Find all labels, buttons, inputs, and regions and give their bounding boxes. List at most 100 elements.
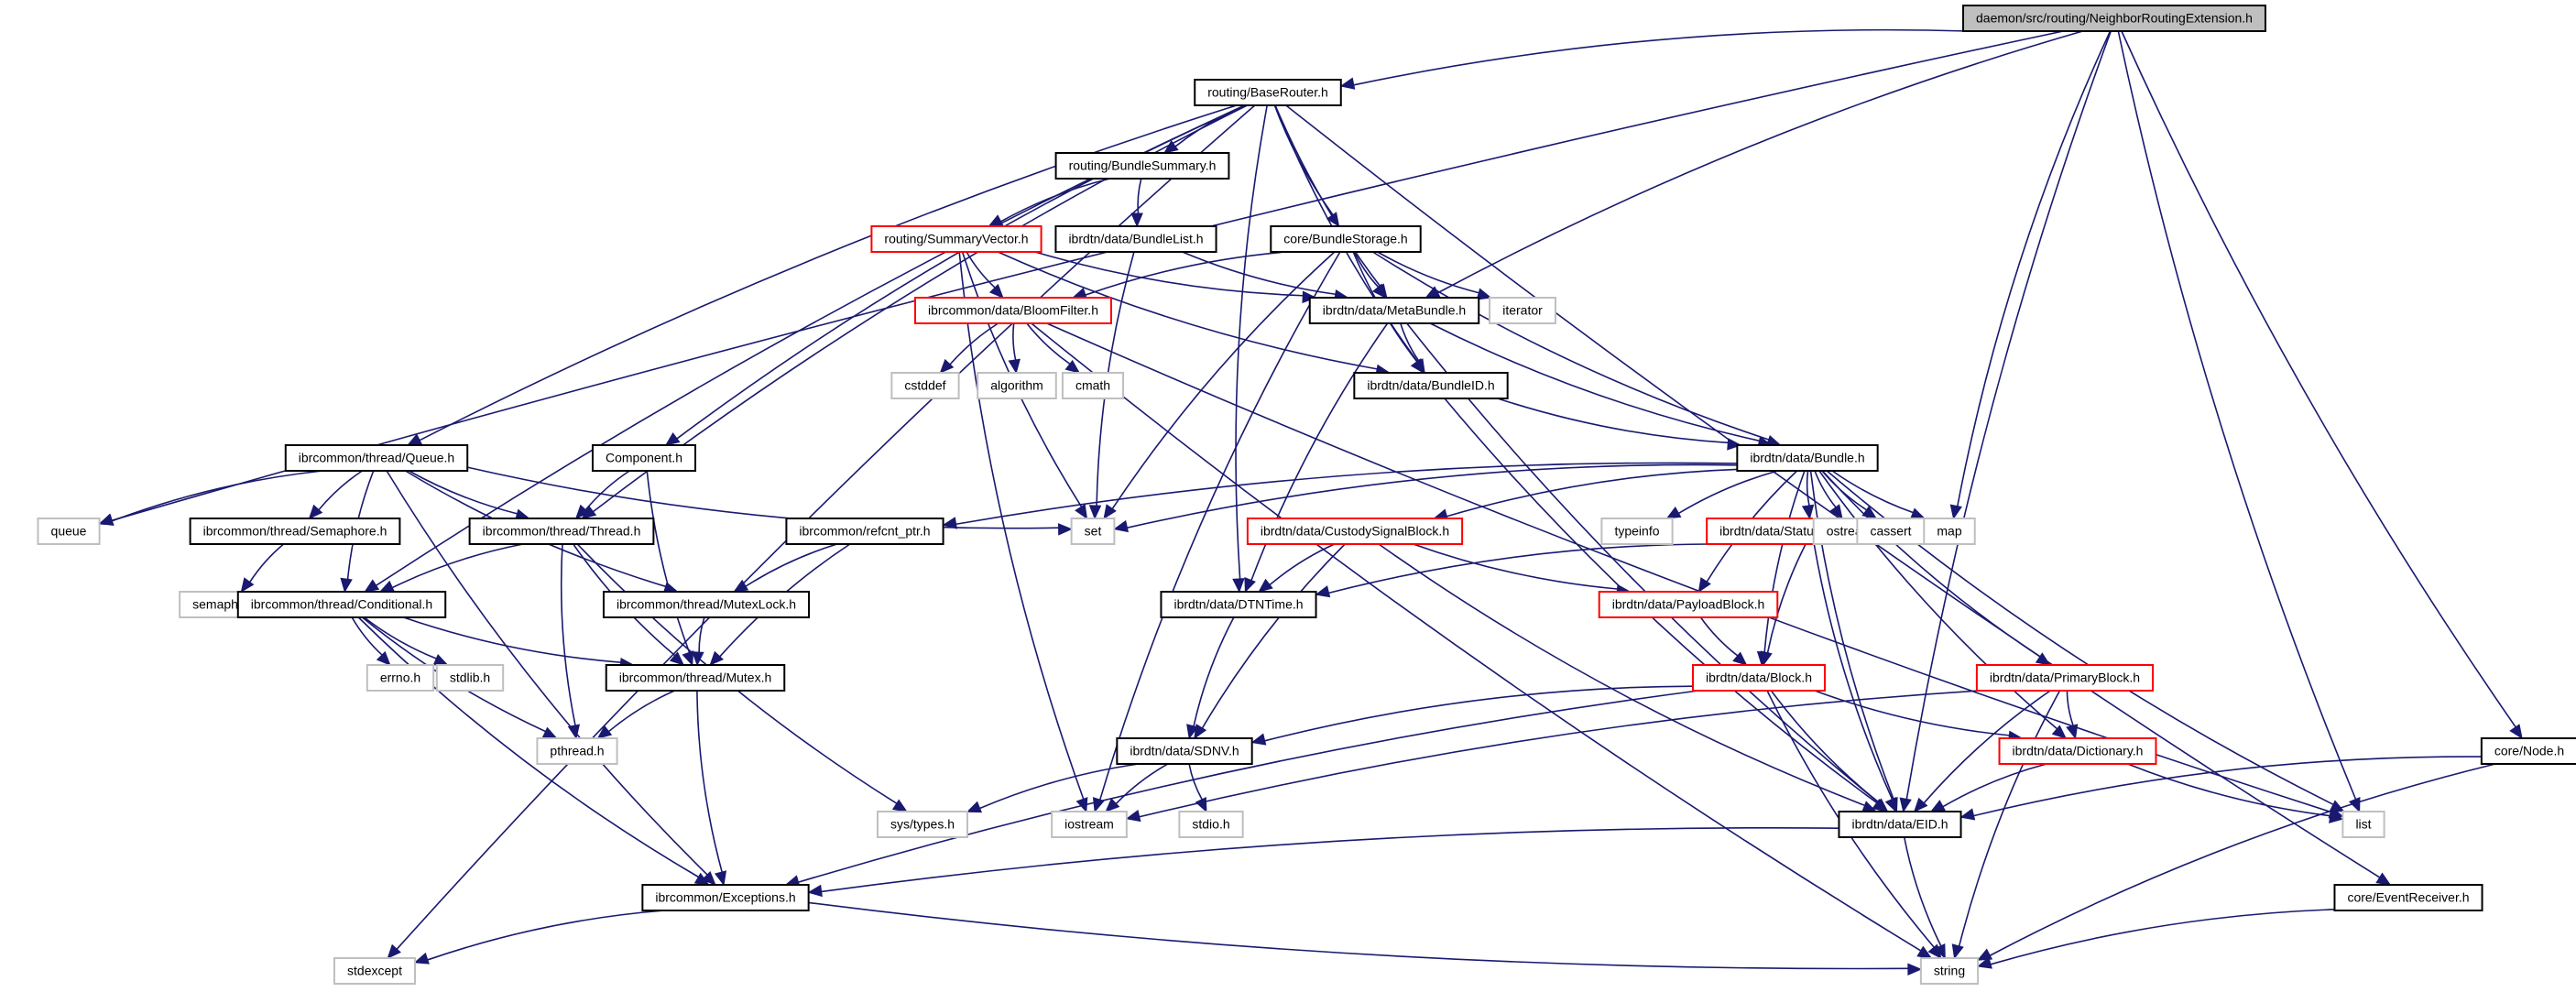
node-box — [1919, 957, 1980, 985]
arrowhead-icon — [1697, 577, 1711, 594]
edge-bundle-to-typeinfo — [1677, 470, 1778, 515]
edge-custody-to-dtntime — [1269, 543, 1336, 586]
arrowhead-icon — [1186, 724, 1199, 740]
arrowhead-icon — [1130, 213, 1143, 228]
node-node[interactable]: core/Node.h — [2480, 737, 2576, 765]
edge-sdnv-to-iostream — [1115, 763, 1169, 805]
node-box — [1736, 444, 1879, 472]
node-label: sys/types.h — [890, 817, 955, 832]
node-bundlestorage[interactable]: core/BundleStorage.h — [1270, 225, 1422, 253]
node-custody[interactable]: ibrdtn/data/CustodySignalBlock.h — [1246, 518, 1464, 545]
node-metabundle[interactable]: ibrdtn/data/MetaBundle.h — [1308, 297, 1480, 324]
arrowhead-icon — [988, 283, 1004, 299]
node-eid[interactable]: ibrdtn/data/EID.h — [1838, 811, 1962, 838]
edge-node-to-string — [1989, 763, 2496, 956]
arrowhead-icon — [364, 579, 380, 593]
node-box — [1975, 664, 2155, 692]
node-label: daemon/src/routing/NeighborRoutingExtens… — [1976, 11, 2253, 26]
node-label: algorithm — [990, 378, 1043, 393]
node-systypes: sys/types.h — [876, 811, 969, 838]
arrowhead-icon — [1727, 438, 1742, 451]
edge-bundlestorage-to-metabundle — [1353, 251, 1380, 288]
arrowhead-icon — [966, 801, 982, 813]
node-exceptions[interactable]: ibrcommon/Exceptions.h — [641, 884, 810, 911]
edge-baserouter-to-queue_h — [419, 104, 1238, 441]
node-label: list — [2355, 817, 2371, 832]
node-label: cstddef — [904, 378, 945, 393]
node-dictionary[interactable]: ibrdtn/data/Dictionary.h — [1998, 737, 2157, 765]
node-sdnv[interactable]: ibrdtn/data/SDNV.h — [1116, 737, 1253, 765]
edge-eid-to-string — [1903, 836, 1942, 947]
node-bundle[interactable]: ibrdtn/data/Bundle.h — [1736, 444, 1879, 472]
node-label: iostream — [1064, 817, 1114, 832]
arrowhead-icon — [387, 943, 401, 959]
node-box — [2333, 884, 2483, 911]
edge-thread-to-pthread — [560, 543, 576, 726]
node-baserouter[interactable]: routing/BaseRouter.h — [1194, 79, 1342, 106]
node-bloomfilter[interactable]: ibrcommon/data/BloomFilter.h — [914, 297, 1112, 324]
node-box — [1856, 518, 1926, 545]
arrowhead-icon — [988, 214, 1004, 227]
edge-conditional-to-errno — [351, 616, 383, 656]
node-label: ibrdtn/data/MetaBundle.h — [1323, 303, 1466, 318]
node-thread[interactable]: ibrcommon/thread/Thread.h — [468, 518, 655, 545]
arrowhead-icon — [1907, 963, 1923, 976]
node-algorithm: algorithm — [977, 372, 1057, 399]
node-label: cassert — [1870, 524, 1911, 539]
node-box — [1070, 518, 1116, 545]
arrowhead-icon — [709, 650, 724, 666]
edge-payload-to-block — [1699, 616, 1739, 657]
edge-baserouter-to-stdexcept — [396, 104, 1256, 950]
node-box — [333, 957, 417, 985]
node-dtntime[interactable]: ibrdtn/data/DTNTime.h — [1160, 591, 1317, 618]
arrowhead-icon — [1909, 507, 1927, 520]
arrowhead-icon — [1949, 504, 1962, 520]
node-box — [914, 297, 1112, 324]
node-root[interactable]: daemon/src/routing/NeighborRoutingExtens… — [1962, 5, 2266, 32]
node-box — [1308, 297, 1480, 324]
arrowhead-icon — [1250, 733, 1267, 746]
node-component[interactable]: Component.h — [591, 444, 697, 472]
node-bundleid[interactable]: ibrdtn/data/BundleID.h — [1353, 372, 1509, 399]
node-mutex[interactable]: ibrcommon/thread/Mutex.h — [605, 664, 786, 692]
edge-primary-to-iostream — [1139, 690, 1980, 818]
edge-eventreceiver-to-string — [1990, 909, 2335, 965]
edge-sdnv-to-stdio — [1188, 763, 1203, 801]
node-box — [605, 664, 786, 692]
node-payload[interactable]: ibrdtn/data/PayloadBlock.h — [1598, 591, 1779, 618]
node-box — [1051, 811, 1128, 838]
arrowhead-icon — [2035, 652, 2051, 666]
edge-bloomfilter-to-algorithm — [1012, 322, 1017, 361]
node-typeinfo: typeinfo — [1600, 518, 1674, 545]
node-bundlelist[interactable]: ibrdtn/data/BundleList.h — [1054, 225, 1217, 253]
arrowhead-icon — [376, 650, 391, 666]
node-block[interactable]: ibrdtn/data/Block.h — [1692, 664, 1826, 692]
node-bundlesummary[interactable]: routing/BundleSummary.h — [1054, 152, 1230, 180]
arrowhead-icon — [1195, 797, 1207, 813]
node-semaphore[interactable]: ibrcommon/thread/Semaphore.h — [189, 518, 401, 545]
edge-metabundle-to-dtntime — [1250, 322, 1389, 581]
node-label: map — [1937, 524, 1961, 539]
edge-block-to-eid — [1770, 690, 1880, 803]
node-conditional[interactable]: ibrcommon/thread/Conditional.h — [236, 591, 447, 618]
arrowhead-icon — [1162, 139, 1179, 154]
node-eventreceiver[interactable]: core/EventReceiver.h — [2333, 884, 2483, 911]
node-box — [1600, 518, 1674, 545]
node-errno: errno.h — [366, 664, 435, 692]
node-label: Component.h — [606, 451, 682, 465]
edge-bundle-to-ostream — [1814, 470, 1837, 508]
edge-node-to-eid — [1973, 756, 2482, 817]
node-label: ibrdtn/data/SDNV.h — [1130, 744, 1239, 758]
edge-bundlesummary-to-summaryvector — [1000, 178, 1110, 223]
node-box — [1838, 811, 1962, 838]
node-summaryvector[interactable]: routing/SummaryVector.h — [870, 225, 1042, 253]
arrowhead-icon — [1113, 519, 1130, 533]
node-primary[interactable]: ibrdtn/data/PrimaryBlock.h — [1975, 664, 2155, 692]
node-queue_h[interactable]: ibrcommon/thread/Queue.h — [284, 444, 469, 472]
arrowhead-icon — [2329, 811, 2344, 823]
node-box — [1353, 372, 1509, 399]
node-label: cmath — [1075, 378, 1110, 393]
edge-semaphore-to-semaphore_h — [249, 543, 285, 583]
node-mutexlock[interactable]: ibrcommon/thread/MutexLock.h — [602, 591, 811, 618]
node-refcnt[interactable]: ibrcommon/refcnt_ptr.h — [785, 518, 944, 545]
